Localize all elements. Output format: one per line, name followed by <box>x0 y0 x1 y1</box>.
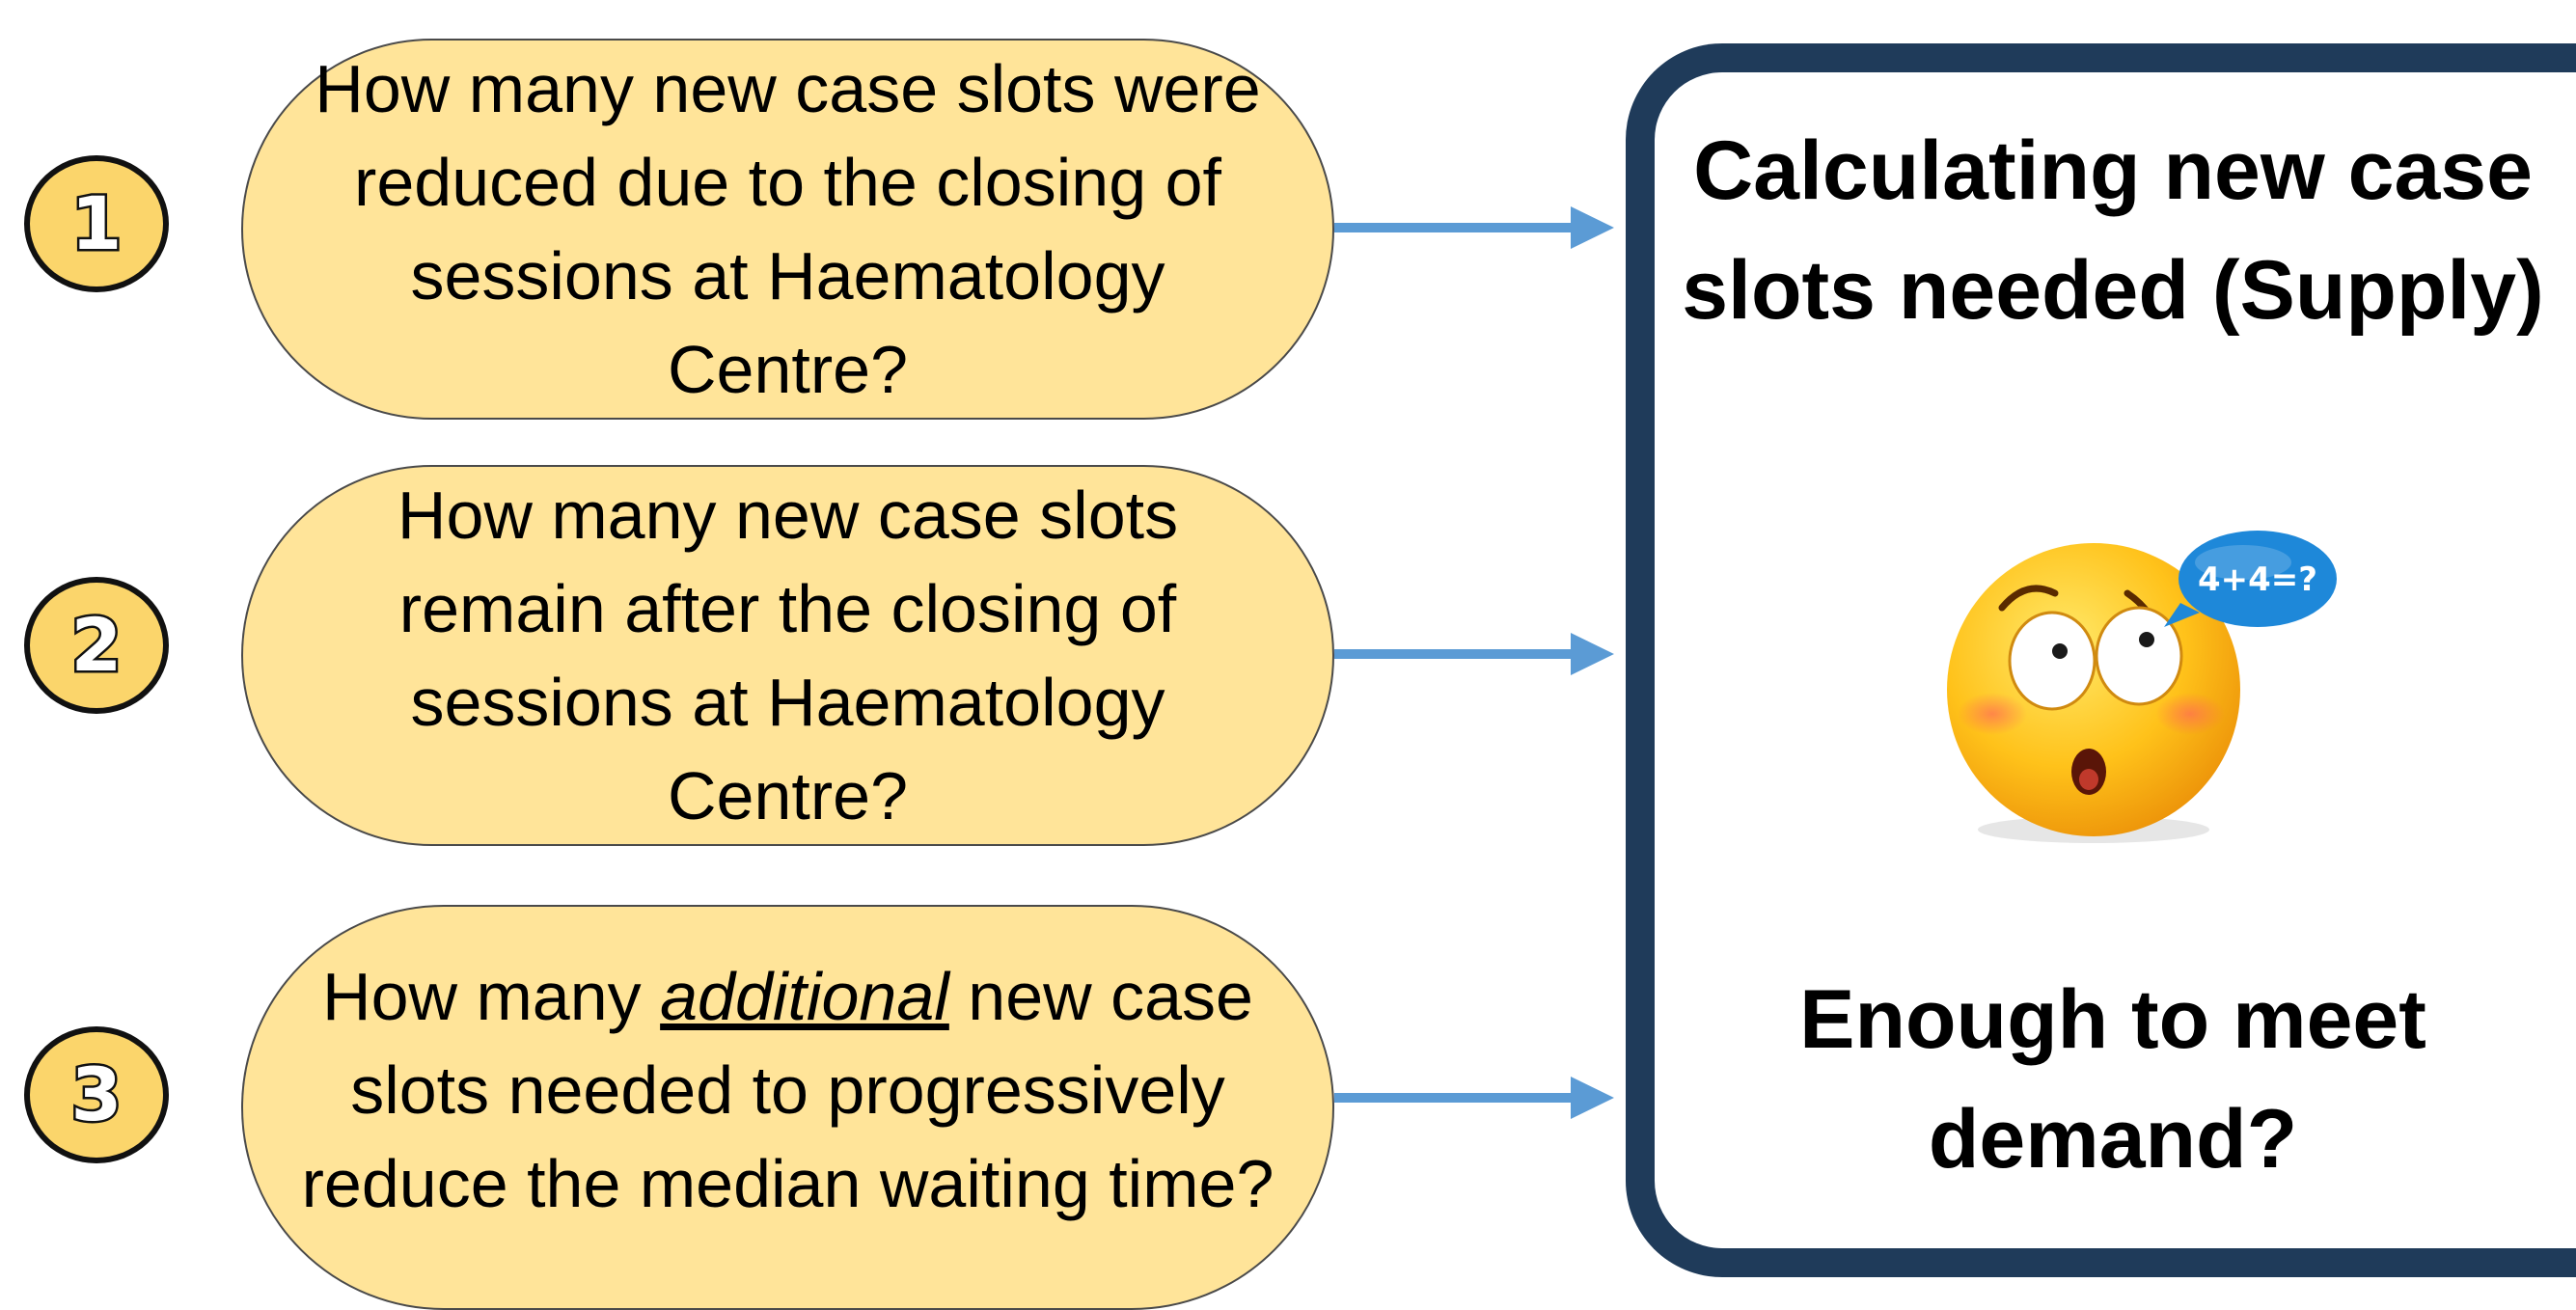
step-3-question-box: How many additional new case slots neede… <box>241 905 1334 1310</box>
step-1-number: 1 <box>69 180 124 266</box>
step-3-arrow <box>1334 1077 1614 1119</box>
speech-bubble-icon: 4+4=? <box>2164 531 2337 627</box>
diagram: 1 How many new case slots were reduced d… <box>24 39 2576 1310</box>
step-3-number-badge: 3 <box>24 1026 169 1163</box>
step-2-number: 2 <box>69 602 124 688</box>
panel-bottom-question: Enough to meet demand? <box>1799 973 2426 1186</box>
step-3-question-suffix: new case slots needed to progressively r… <box>301 959 1274 1221</box>
step-2-question-box: How many new case slots remain after the… <box>241 465 1334 846</box>
step-1-question: How many new case slots were reduced due… <box>315 50 1261 407</box>
step-1-number-badge: 1 <box>24 155 169 292</box>
step-2-number-badge: 2 <box>24 577 169 714</box>
step-1-question-box: How many new case slots were reduced due… <box>241 39 1334 420</box>
step-2-arrow <box>1334 633 1614 675</box>
step-3-number: 3 <box>69 1051 124 1137</box>
step-3-question-emphasis: additional <box>660 959 949 1034</box>
step-3-question-prefix: How many <box>322 959 661 1034</box>
speech-bubble-text: 4+4=? <box>2198 560 2317 599</box>
panel-title: Calculating new case slots needed (Suppl… <box>1682 124 2544 337</box>
step-3-question: How many additional new case slots neede… <box>243 950 1332 1231</box>
step-2-question: How many new case slots remain after the… <box>397 477 1179 833</box>
step-1-arrow <box>1334 206 1614 249</box>
confused-face-icon: 4+4=? <box>1947 531 2337 843</box>
